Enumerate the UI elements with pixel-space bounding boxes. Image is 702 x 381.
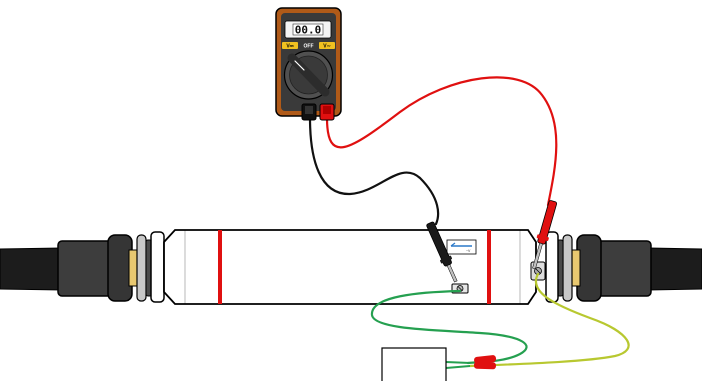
ac-volts-label-bg: [319, 42, 335, 49]
left-red-marker: [218, 230, 222, 304]
conductor-terminal[interactable]: [530, 261, 546, 281]
left-nut: [107, 234, 133, 302]
earth-box: [381, 347, 447, 381]
lcd-reading: 00.0: [295, 24, 322, 37]
green-yellow-wire: [468, 272, 630, 368]
left-cable-assembly: [0, 231, 165, 303]
right-cable: [647, 247, 702, 291]
dial-pointer: [294, 60, 305, 71]
cable-tag: ~V: [446, 239, 477, 255]
right-seal-ring-1: [562, 234, 573, 302]
right-boot: [595, 240, 652, 297]
ac-volts-label: V∼: [323, 44, 331, 50]
cable-tag-text: ~V: [466, 249, 471, 253]
black-probe[interactable]: [424, 221, 461, 284]
multimeter: 00.0 V⎓ OFF V∼: [275, 7, 342, 121]
right-clamp-ring: [545, 231, 559, 303]
left-seal-ring-1: [136, 234, 147, 302]
red-probe[interactable]: [528, 200, 559, 271]
dc-volts-label: V⎓: [286, 44, 293, 50]
off-label: OFF: [304, 44, 314, 50]
left-boot: [57, 240, 114, 297]
com-jack[interactable]: [301, 103, 317, 121]
left-clamp-ring: [150, 231, 165, 303]
wire-ends: [445, 361, 471, 369]
volt-jack[interactable]: [319, 103, 335, 121]
red-test-lead: [325, 76, 558, 207]
rotary-selector-dial[interactable]: [283, 50, 334, 100]
right-nut: [576, 234, 602, 302]
right-cable-assembly: [545, 231, 702, 303]
dc-volts-label-bg: [282, 42, 298, 49]
green-earth-wire: [370, 289, 528, 365]
left-cable: [0, 247, 63, 291]
black-test-lead: [308, 116, 440, 226]
right-red-marker: [487, 230, 491, 304]
wire-red-sleeve-1: [474, 355, 497, 364]
wire-red-sleeve-2: [473, 361, 496, 370]
